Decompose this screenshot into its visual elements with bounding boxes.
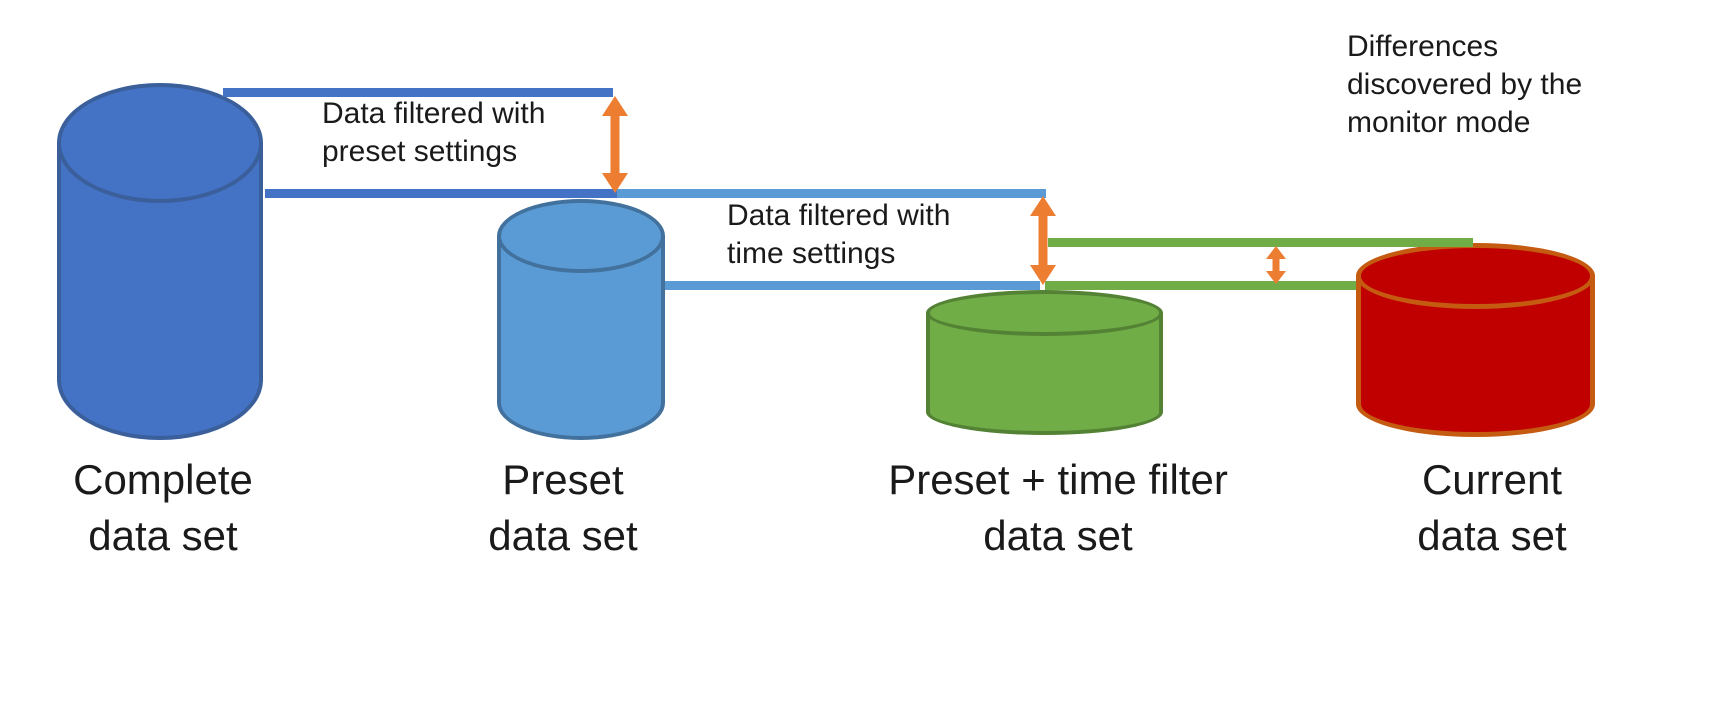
time-difference-arrow	[1030, 196, 1056, 285]
label-preset-time-filter-data-set: Preset + time filter data set	[888, 456, 1228, 559]
cylinder-top	[497, 199, 665, 273]
annotation-preset-filter: Data filtered with preset settings	[322, 97, 546, 168]
cylinder-top	[926, 290, 1163, 336]
time-filter-level-line	[665, 281, 1040, 290]
double-headed-arrow-icon	[1030, 196, 1056, 285]
annotation-monitor-mode: Differences discovered by the monitor mo…	[1347, 30, 1583, 139]
annotation-time-filter: Data filtered with time settings	[727, 199, 951, 270]
preset-top-level-line	[617, 189, 1046, 198]
complete-top-level-line	[223, 88, 613, 97]
green-top-level-line	[1045, 281, 1356, 290]
monitor-difference-arrow	[1266, 246, 1286, 284]
label-current-data-set: Current data set	[1417, 456, 1567, 559]
current-top-level-line	[1048, 238, 1473, 247]
label-preset-data-set: Preset data set	[488, 456, 638, 559]
cylinder-complete-data-set	[57, 83, 263, 440]
cylinder-preset-time-filter-data-set	[926, 290, 1163, 435]
label-complete-data-set: Complete data set	[73, 456, 253, 559]
cylinder-current-data-set	[1356, 243, 1595, 437]
cylinder-top	[57, 83, 263, 203]
cylinder-top	[1356, 243, 1595, 309]
preset-level-line	[265, 189, 617, 198]
preset-difference-arrow	[602, 96, 628, 193]
double-headed-arrow-icon	[1266, 246, 1286, 284]
cylinder-preset-data-set	[497, 199, 665, 440]
double-headed-arrow-icon	[602, 96, 628, 193]
